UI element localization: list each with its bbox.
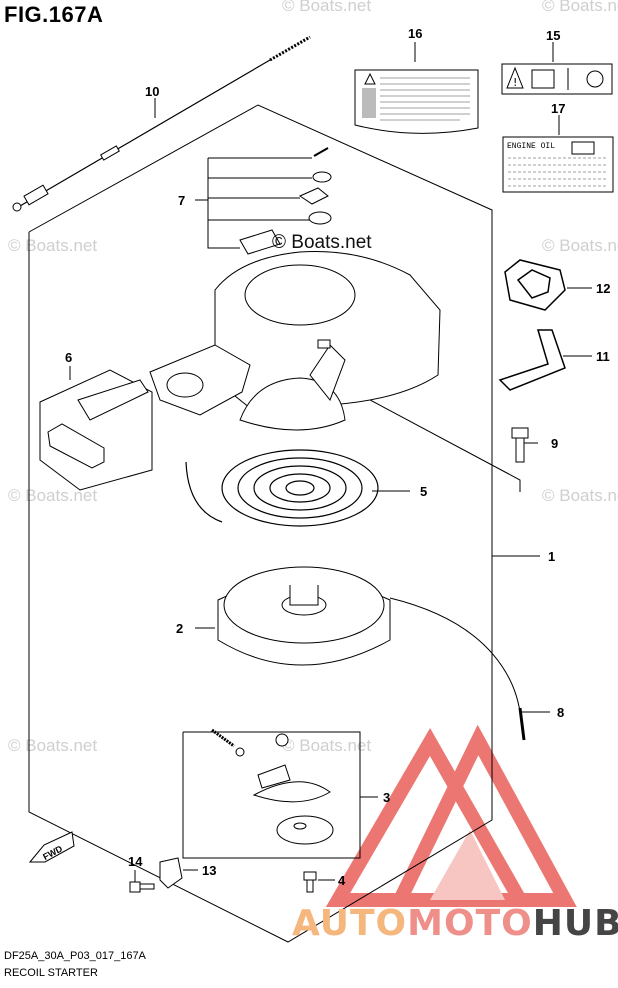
- watermark: © Boats.net: [282, 0, 372, 15]
- watermark: © Boats.net: [542, 236, 618, 255]
- figure-name: RECOIL STARTER: [4, 967, 98, 979]
- callout-2: 2: [176, 621, 183, 636]
- recoil-spring-icon: [185, 449, 379, 527]
- leader-lines: [69, 42, 592, 882]
- warning-label-16-icon: [354, 69, 479, 134]
- callout-14: 14: [128, 854, 143, 869]
- starter-housing-icon: [149, 251, 441, 431]
- pawl-kit-3-icon: [211, 728, 334, 845]
- callout-5: 5: [420, 484, 427, 499]
- callout-numbers: 1 2 3 4 5 6 7 8 9 10 11 12 13 14 15 16 1…: [65, 26, 610, 888]
- callout-11: 11: [596, 349, 610, 364]
- watermark: © Boats.net: [542, 486, 618, 505]
- callout-9: 9: [551, 436, 558, 451]
- guide-11-icon: [498, 329, 566, 391]
- callout-10: 10: [145, 84, 159, 99]
- watermark: © Boats.net: [542, 0, 618, 15]
- brand-part-hub: HUB: [532, 903, 618, 944]
- brand-part-auto: AUTO: [292, 903, 408, 944]
- warning-label-15-icon: !: [501, 63, 613, 95]
- callout-13: 13: [202, 863, 216, 878]
- bracket-13-icon: [159, 857, 183, 889]
- callout-8: 8: [557, 705, 564, 720]
- brand-logo-icon: [325, 724, 577, 907]
- watermark: © Boats.net: [8, 486, 98, 505]
- fwd-arrow-icon: FWD: [28, 831, 75, 863]
- figure-title: FIG.167A: [4, 2, 104, 27]
- figure-code: DF25A_30A_P03_017_167A: [4, 950, 146, 962]
- callout-3: 3: [383, 790, 390, 805]
- small-parts-7-icon: [239, 147, 332, 255]
- callout-6: 6: [65, 350, 72, 365]
- watermark: © Boats.net: [282, 736, 372, 755]
- svg-text:!: !: [513, 76, 517, 89]
- starter-rope-icon: [389, 597, 526, 741]
- bolt-14-icon: [129, 881, 155, 893]
- callout-16: 16: [408, 26, 422, 41]
- callout-15: 15: [546, 28, 560, 43]
- watermark: © Boats.net: [8, 236, 98, 255]
- callout-4: 4: [338, 873, 346, 888]
- starter-reel-icon: [217, 566, 391, 666]
- starter-cable-icon: [12, 35, 311, 212]
- engine-oil-text: ENGINE OIL: [507, 142, 555, 151]
- brand-part-moto: MOTO: [407, 903, 533, 944]
- assembly-frame: [28, 104, 493, 943]
- callout-1: 1: [548, 549, 555, 564]
- callout-7: 7: [178, 193, 185, 208]
- watermark: © Boats.net: [8, 736, 98, 755]
- guide-12-icon: [504, 259, 566, 311]
- starter-handle-icon: [39, 369, 153, 491]
- engine-oil-label-17-icon: ENGINE OIL: [502, 136, 614, 193]
- callout-17: 17: [551, 101, 565, 116]
- watermark-overlay: © Boats.net: [272, 232, 372, 253]
- screw-4-icon: [303, 871, 317, 893]
- brand-wordmark: AUTOMOTOHUB: [292, 903, 618, 944]
- callout-12: 12: [596, 281, 610, 296]
- bolt-9-icon: [511, 427, 529, 463]
